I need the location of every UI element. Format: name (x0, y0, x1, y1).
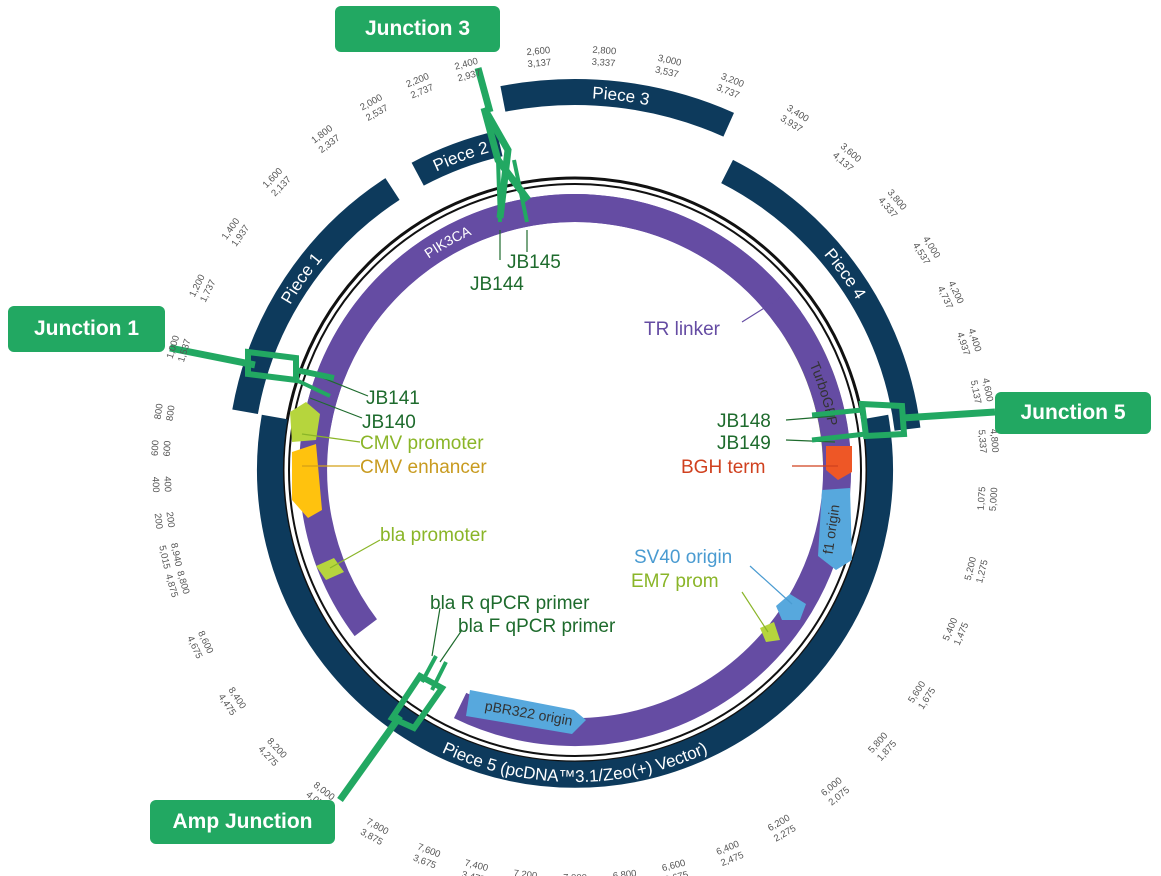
f1-origin-label: f1 origin (820, 504, 843, 556)
tick-label: 400 (161, 476, 173, 492)
tick-label: 1,075 (976, 486, 989, 510)
tick-label: 3,537 (654, 64, 680, 80)
cmv-promoter-feature[interactable] (290, 402, 320, 442)
jb148-label: JB148 (717, 411, 771, 432)
tr-linker-label: TR linker (644, 319, 721, 340)
bgh-term-feature[interactable] (826, 446, 852, 480)
f1-origin-feature[interactable] (818, 488, 852, 570)
piece-5-segment[interactable] (257, 414, 893, 788)
tick-label: 3,137 (527, 57, 552, 70)
tick-label: 5,015 (156, 545, 172, 571)
tick-label: 2,800 (592, 45, 616, 58)
tick-label: 5,000 (988, 487, 1001, 511)
sv40-origin-feature[interactable] (776, 594, 806, 620)
cmv-enhancer-label: CMV enhancer (360, 457, 487, 478)
tick-label: 800 (164, 405, 177, 422)
tick-label: 5,337 (976, 429, 989, 453)
tick-label: 600 (162, 440, 174, 456)
backbone-circle-inner (288, 183, 862, 757)
sv40-origin-label: SV40 origin (634, 547, 732, 568)
junction-1-box[interactable]: Junction 1 (8, 306, 165, 352)
em7-prom-label: EM7 prom (631, 571, 719, 592)
jb145-label: JB145 (507, 252, 561, 273)
jb149-label: JB149 (717, 433, 771, 454)
piece-4-segment[interactable] (721, 159, 921, 431)
tick-label: 3,475 (461, 869, 487, 876)
cmv-enhancer-feature[interactable] (292, 444, 322, 518)
bgh-term-label: BGH term (681, 457, 765, 478)
tick-label: 4,800 (988, 428, 1001, 452)
jb140-label: JB140 (362, 412, 416, 433)
junction-connectors (169, 67, 996, 803)
junction-3-box[interactable]: Junction 3 (335, 6, 500, 52)
jb141-label: JB141 (366, 388, 420, 409)
bla-promoter-label: bla promoter (380, 525, 487, 546)
amp-junction-box[interactable]: Amp Junction (150, 800, 335, 844)
tick-label: 800 (153, 403, 166, 420)
tick-label: 400 (150, 477, 162, 493)
tick-label: 200 (152, 513, 165, 530)
cmv-promoter-label: CMV promoter (360, 433, 484, 454)
tick-label: 7,200 (513, 868, 538, 876)
tick-label: 600 (150, 440, 162, 456)
ampicillin-feature[interactable] (299, 194, 852, 747)
tick-label: 4,600 (980, 377, 995, 402)
tick-label: 7,000 (563, 873, 587, 876)
bla-f-primer-label: bla F qPCR primer (458, 616, 616, 637)
tick-label: 5,137 (968, 379, 983, 404)
bla-r-primer-label: bla R qPCR primer (430, 593, 590, 614)
tick-label: 2,600 (526, 45, 551, 58)
tick-label: 3,000 (657, 53, 683, 69)
pbr322-origin-feature[interactable] (466, 690, 586, 734)
tick-label: 8,940 (168, 542, 184, 568)
tick-label: 6,800 (612, 868, 637, 876)
tick-label: 200 (164, 511, 177, 528)
tick-label: 2,675 (664, 869, 690, 876)
leader-lines (301, 230, 838, 663)
tick-label: 3,337 (591, 57, 615, 70)
junction-5-box[interactable]: Junction 5 (995, 392, 1151, 434)
jb144-label: JB144 (470, 274, 524, 295)
piece-3-segment[interactable] (500, 79, 734, 137)
